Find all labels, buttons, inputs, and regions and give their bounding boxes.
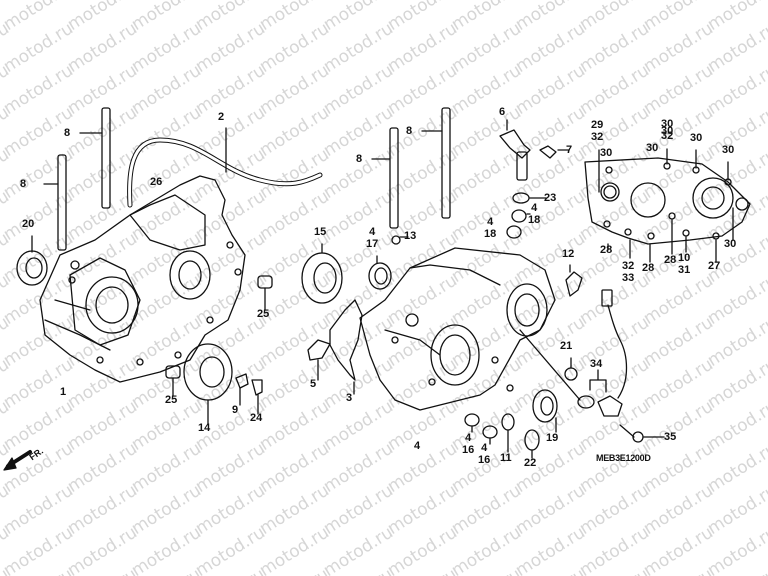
front-direction-arrow: [3, 450, 32, 471]
callout-c14: 14: [198, 422, 211, 434]
callout-c2: 2: [218, 111, 225, 123]
callout-c28a: 28: [600, 244, 613, 256]
oil-seal-17: [368, 255, 392, 290]
small-fasteners-9-24: [235, 373, 263, 415]
callout-c13: 13: [404, 230, 417, 242]
right-cover-plate: [584, 148, 751, 263]
callout-c4_18a: 4 18: [484, 216, 497, 240]
callout-c4_17: 4 17: [366, 226, 379, 250]
callout-c22: 22: [524, 457, 537, 469]
oil-seal-20: [16, 235, 48, 286]
callout-c4a: 4: [414, 440, 421, 452]
callout-c21: 21: [560, 340, 573, 352]
diagram-code: MEB3E1200D: [596, 453, 651, 463]
callout-c30b: 30: [646, 142, 659, 154]
callout-c29_32: 29 32: [591, 119, 604, 143]
callout-c20: 20: [22, 218, 35, 230]
callout-c28c: 28: [664, 254, 677, 266]
part-12: [565, 264, 583, 297]
callout-c30e: 30: [722, 144, 735, 156]
callout-c1: 1: [60, 386, 67, 398]
callout-c27: 27: [708, 260, 721, 272]
callout-c19: 19: [546, 432, 559, 444]
gasket-3: [329, 299, 363, 395]
callout-c7: 7: [566, 144, 573, 156]
callout-c4_18b: 4 18: [528, 202, 541, 226]
callout-c15: 15: [314, 226, 327, 238]
bolt-13: [391, 235, 409, 245]
callout-c25a: 25: [257, 308, 270, 320]
bearing-15: [301, 243, 343, 304]
callout-c3: 3: [346, 392, 353, 404]
stud-bolts-left: [43, 107, 111, 251]
callout-c25b: 25: [165, 394, 178, 406]
right-crankcase-half: [359, 247, 556, 411]
callout-c30c: 30: [661, 125, 674, 137]
callout-c26: 26: [150, 176, 163, 188]
bearing-14: [183, 343, 233, 425]
dowel-pins-25: [165, 275, 273, 397]
sensor-34-bolt-35: [577, 289, 665, 443]
callout-c9: 9: [232, 404, 239, 416]
callout-c10_31: 10 31: [678, 252, 691, 276]
callout-c4_16a: 4 16: [462, 432, 475, 456]
breather-hose: [127, 127, 323, 208]
callout-c34: 34: [590, 358, 603, 370]
callout-c30f: 30: [724, 238, 737, 250]
callout-c8d: 8: [406, 125, 413, 137]
callout-c6: 6: [499, 106, 506, 118]
stud-bolts-right: [371, 107, 451, 229]
callout-c11: 11: [500, 452, 512, 464]
callout-c35: 35: [664, 431, 677, 443]
callout-c8a: 8: [20, 178, 27, 190]
shift-shaft-assembly: [499, 119, 569, 239]
callout-c24: 24: [250, 412, 263, 424]
callout-c28b: 28: [642, 262, 655, 274]
left-crankcase-half: [39, 175, 246, 383]
callout-c12: 12: [562, 248, 575, 260]
callout-c30d: 30: [690, 132, 703, 144]
callout-c8c: 8: [356, 153, 363, 165]
callout-c23: 23: [544, 192, 557, 204]
callout-c32_33: 32 33: [622, 260, 635, 284]
callout-c30a: 30: [600, 147, 613, 159]
part-5: [307, 339, 331, 381]
callout-c8b: 8: [64, 127, 71, 139]
lower-small-parts: [464, 329, 581, 459]
callout-c5: 5: [310, 378, 317, 390]
callout-c30_32: 30 32: [661, 118, 674, 142]
callout-c4_16b: 4 16: [478, 442, 491, 466]
